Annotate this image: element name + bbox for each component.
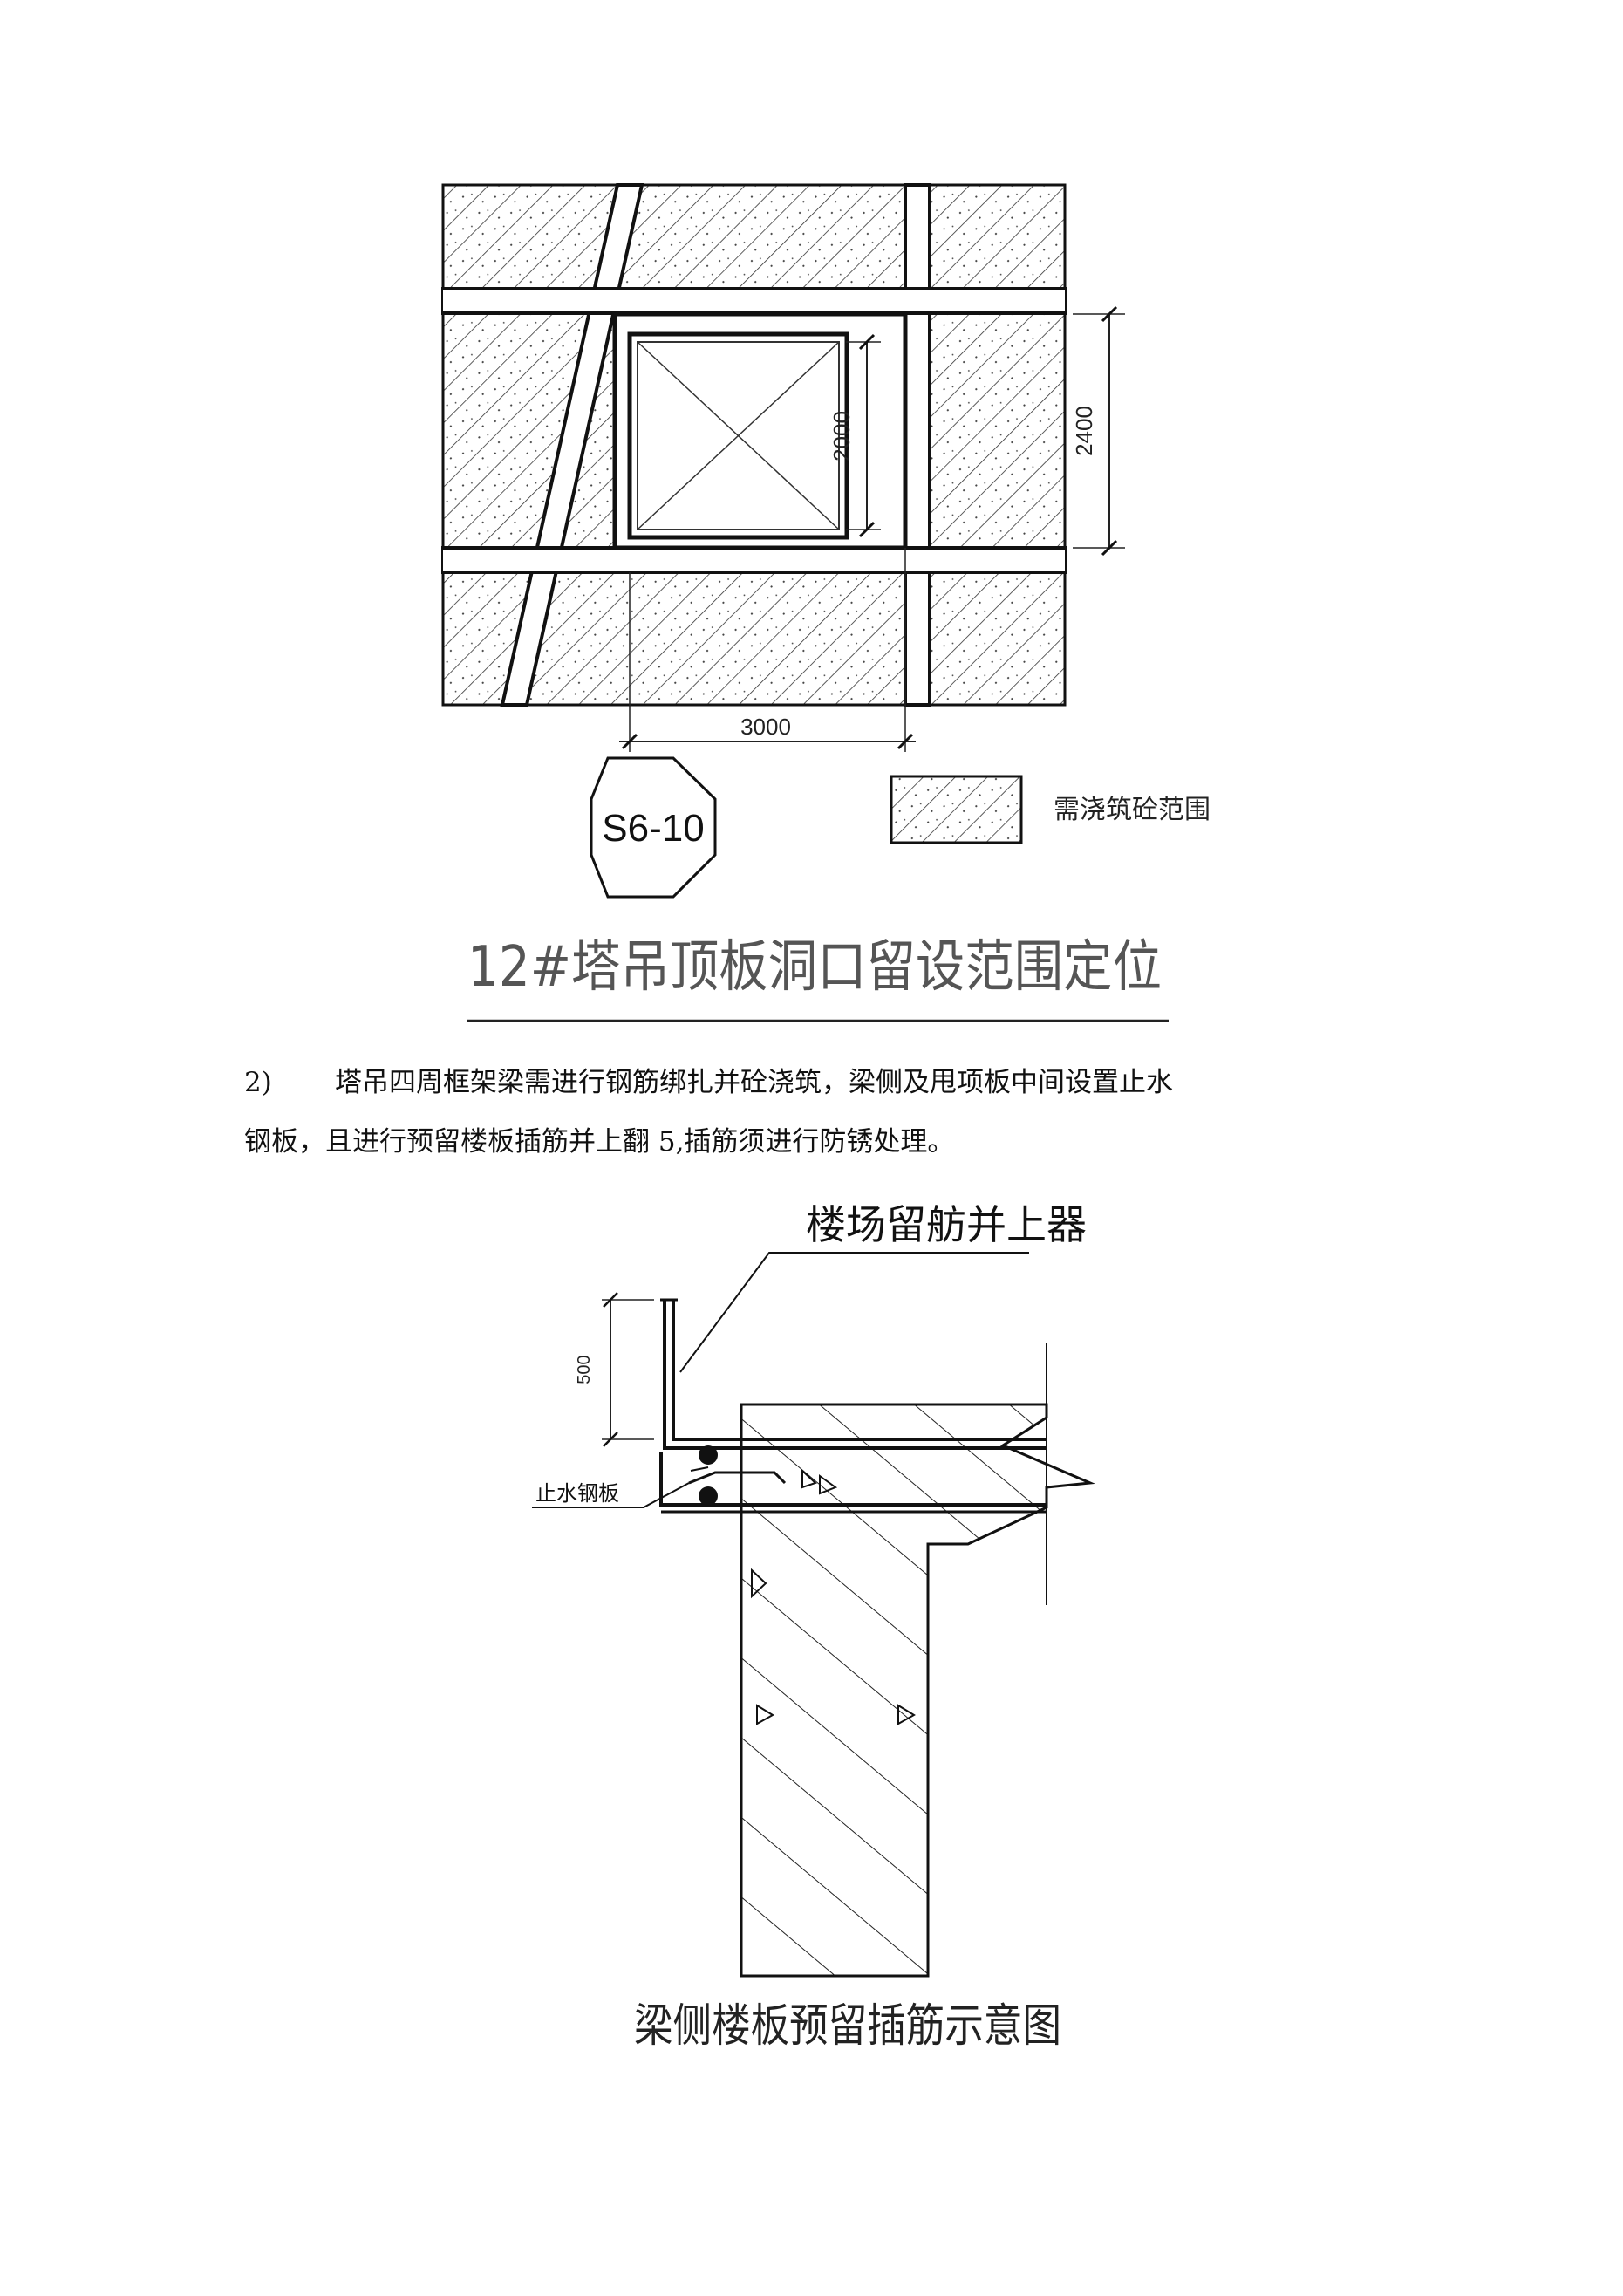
item-number: 2) (244, 1067, 272, 1098)
crane-opening-plan: 2000 2400 3000 S6-10 需浇筑砼范围 (441, 183, 1210, 1022)
paragraph-text-1: 塔吊四周框架梁需进行钢筋绑扎并砼浇筑，梁侧及甩项板中间设置止水 (335, 1067, 1173, 1098)
paragraph-line-1: 2) 塔吊四周框架梁需进行钢筋绑扎并砼浇筑，梁侧及甩项板中间设置止水 (244, 1067, 1378, 1099)
rebar-bottom-bar (659, 1452, 1047, 1514)
legend-swatch (890, 775, 1023, 844)
dimension-2000-label: 2000 (829, 411, 855, 461)
dimension-2000: 2000 (829, 333, 881, 538)
callout-label: 楼场留舫并上器 (806, 1201, 1087, 1248)
figure1-caption: 12#塔吊顶板洞口留设范围定位 (467, 935, 1162, 1000)
figure2-caption: 梁侧楼板预留插筋示意图 (634, 2000, 1061, 2053)
dimension-3000: 3000 (619, 548, 916, 752)
paragraph-line-2: 钢板，且进行预留楼板插筋并上翻 5,插筋须进行防锈处理。 (244, 1126, 1378, 1158)
beam-section-detail: 楼场留舫并上器 (532, 1201, 1095, 2053)
dimension-500-label: 500 (575, 1355, 594, 1384)
drawing-tag-label: S6-10 (602, 807, 704, 850)
dimension-2400: 2400 (1071, 305, 1125, 557)
waterstop-detail (688, 1445, 838, 1506)
dimension-500: 500 (575, 1292, 654, 1447)
opening-frame (612, 311, 908, 550)
callout-leader (679, 1252, 1029, 1373)
slab-and-beam (740, 1403, 1095, 1978)
drawing-tag: S6-10 (590, 756, 717, 899)
dimension-2400-label: 2400 (1071, 406, 1097, 456)
beam-vertical-right (904, 183, 931, 707)
aggregate-marks (751, 1568, 916, 1725)
waterstop-label: 止水钢板 (535, 1481, 619, 1506)
legend: 需浇筑砼范围 (890, 775, 1210, 844)
rebar-bent-bar (660, 1298, 1047, 1450)
paragraph-text-2: 钢板，且进行预留楼板插筋并上翻 5,插筋须进行防锈处理。 (244, 1126, 955, 1158)
dimension-3000-label: 3000 (740, 714, 791, 740)
legend-label: 需浇筑砼范围 (1054, 795, 1210, 825)
